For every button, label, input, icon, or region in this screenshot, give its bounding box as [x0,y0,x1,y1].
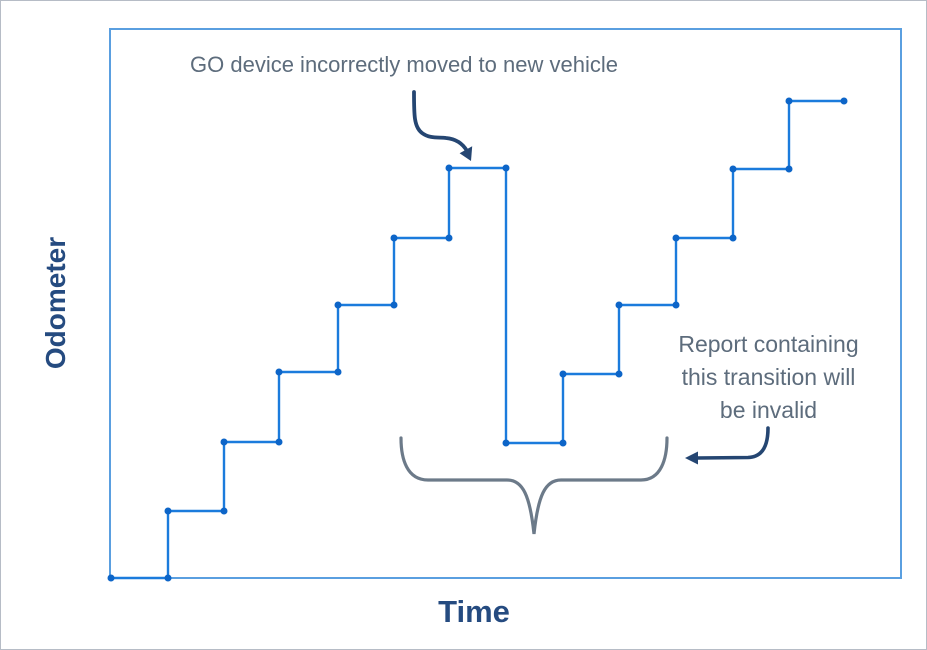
data-point [672,234,680,242]
data-point [785,97,793,105]
data-point [220,438,228,446]
annotation-go-device: GO device incorrectly moved to new vehic… [190,52,618,77]
annotation-invalid-report-line2: this transition will [681,364,856,390]
data-point [164,574,172,582]
data-point [390,234,398,242]
data-point [559,439,567,447]
data-points [107,97,848,582]
brace [399,436,669,535]
data-point [107,574,115,582]
data-point [729,234,737,242]
data-point [445,234,453,242]
data-point [840,97,848,105]
data-point [445,164,453,172]
data-point [334,368,342,376]
annotation-invalid-report-line1: Report containing [678,331,859,357]
plot-border [109,28,902,579]
data-point [220,507,228,515]
data-point [275,438,283,446]
down-arrow [412,90,473,161]
data-point [390,301,398,309]
data-point [785,165,793,173]
data-point [672,301,680,309]
data-point [502,439,510,447]
x-axis-label: Time [438,594,510,629]
data-point [615,301,623,309]
left-arrow [685,426,770,465]
data-point [729,165,737,173]
data-point [164,507,172,515]
y-axis-label: Odometer [40,236,71,370]
data-point [502,164,510,172]
odometer-step-line [111,99,844,580]
data-point [615,370,623,378]
data-point [275,368,283,376]
data-point [334,301,342,309]
data-point [559,370,567,378]
annotation-invalid-report: Report containing this transition will b… [651,328,886,427]
annotation-invalid-report-line3: be invalid [719,397,818,423]
